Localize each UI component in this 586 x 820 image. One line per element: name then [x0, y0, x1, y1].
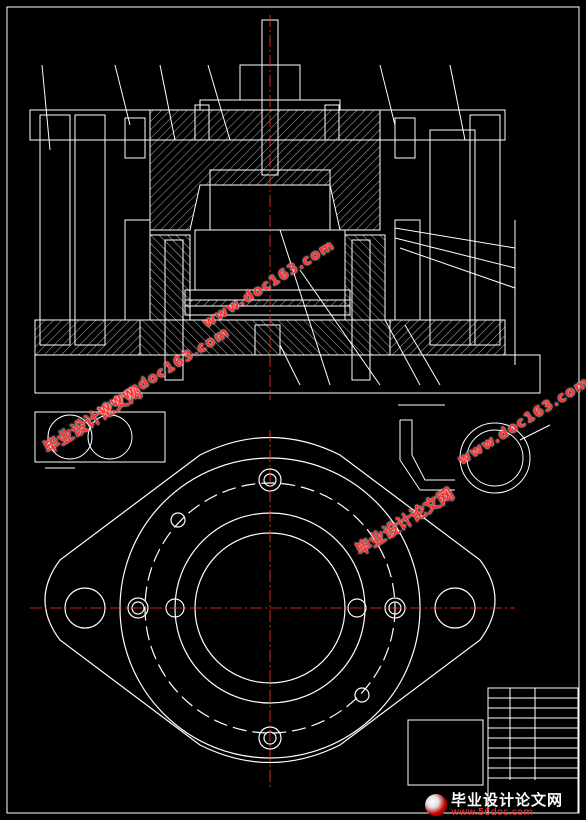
- screw-left-inner: [194, 104, 210, 141]
- screw-right: [394, 117, 416, 159]
- parts-list: [487, 687, 579, 814]
- screw-right-inner: [324, 104, 340, 141]
- stopper-left: [124, 219, 151, 321]
- push-rod-left: [164, 239, 184, 381]
- title-block: [407, 687, 579, 814]
- shank-base: [199, 99, 341, 111]
- footer-site-name: 毕业设计论文网: [451, 790, 564, 809]
- sheet-border: [6, 6, 580, 814]
- center-pin: [254, 324, 281, 356]
- screw-left: [124, 117, 146, 159]
- footer-site-url: www.56doc.com: [451, 806, 534, 818]
- guide-bushing-left: [74, 114, 106, 346]
- die-ring-right: [344, 234, 386, 321]
- guide-post-left: [39, 114, 71, 346]
- push-rod-right: [351, 239, 371, 381]
- guide-post-right: [429, 129, 476, 346]
- assembly-section-view: [29, 19, 541, 394]
- cup-section-detail: [398, 404, 551, 494]
- blank-detail-view: [34, 411, 166, 469]
- die-ring-left: [149, 234, 191, 321]
- flange-outline: [44, 437, 496, 763]
- technical-notes-box: [407, 719, 484, 786]
- upper-die-body: [149, 139, 381, 231]
- footer-brand: 毕业设计论文网 www.56doc.com: [425, 790, 585, 820]
- workpiece: [184, 299, 351, 307]
- guide-bushing-right: [469, 114, 501, 346]
- stopper-right: [394, 219, 421, 321]
- brand-logo-icon: [425, 794, 447, 816]
